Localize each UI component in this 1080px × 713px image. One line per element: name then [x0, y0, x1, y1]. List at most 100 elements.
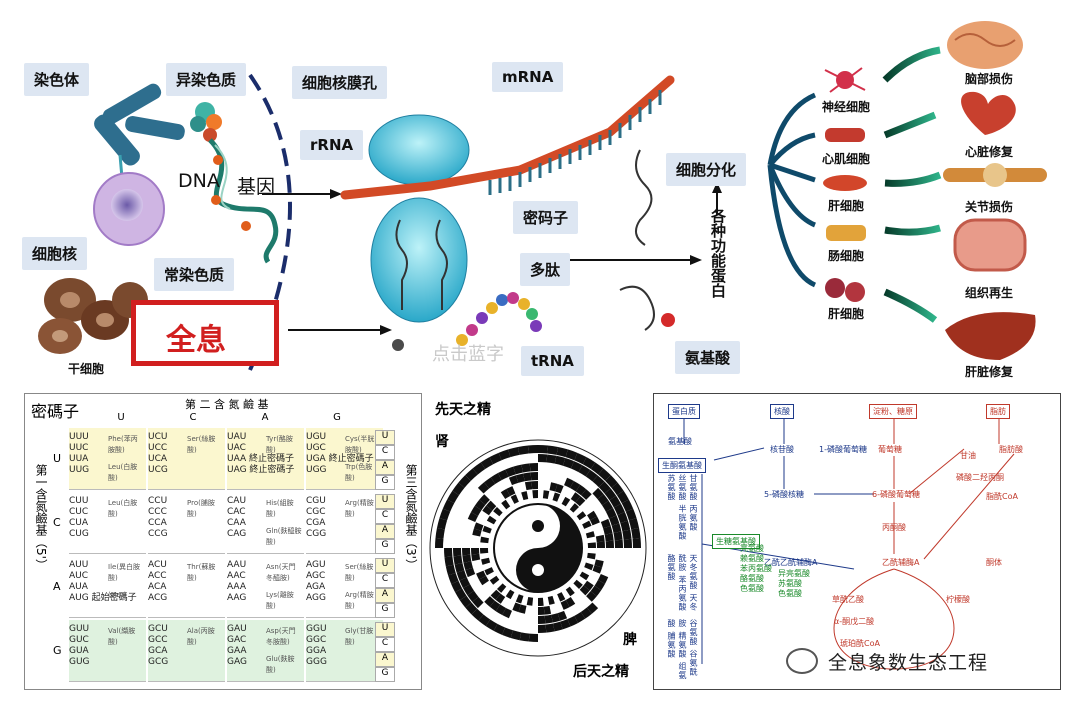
hexagram-bar	[515, 594, 524, 604]
hexagram-bar	[605, 540, 614, 548]
brand-highlight-box: 全息	[131, 300, 279, 366]
hexagram-bar	[477, 482, 490, 494]
amino-acid-label: Arg(精胺酸)	[345, 591, 374, 610]
outcome-label-2: 关节损伤	[965, 200, 1014, 214]
hexagram-bar	[613, 531, 623, 541]
hexagram-bar	[489, 452, 502, 465]
hexagram-bar	[476, 570, 486, 580]
hexagram-bar	[436, 518, 448, 530]
hexagram-bar	[472, 596, 484, 609]
hexagram-bar	[598, 481, 611, 494]
hexagram-bar	[471, 608, 484, 621]
hexagram-bar	[602, 500, 613, 512]
enterocyte-icon	[826, 225, 866, 241]
label-nuclear-pore: 细胞核膜孔	[292, 66, 388, 99]
hexagram-bar	[578, 465, 591, 477]
hexagram-bar	[538, 454, 548, 463]
hexagram-bar	[582, 457, 596, 470]
codon-triplet: CGG	[306, 529, 327, 539]
codon-triplet: AAU	[227, 560, 247, 570]
codon-triplet: CGU	[306, 496, 326, 506]
cell-label-4: 肝细胞	[828, 307, 865, 321]
codon-triplet: UCG	[148, 465, 168, 475]
hexagram-bar	[622, 529, 632, 540]
label-stem-cell: 干细胞	[68, 362, 105, 376]
second-base-C: C	[189, 412, 197, 423]
codon-triplet: CUA	[69, 518, 89, 528]
hexagram-bar	[560, 619, 571, 630]
codon-triplet: CAU	[227, 496, 247, 506]
hexagram-bar	[579, 571, 590, 581]
mrna-strand	[340, 75, 675, 200]
codon-triplet: GCC	[148, 635, 168, 645]
amino-acid-label: (Met)	[108, 591, 127, 599]
hexagram-bar	[465, 468, 478, 481]
hexagram-bar	[493, 623, 506, 635]
hexagram-bar	[496, 583, 507, 593]
first-base-U: U	[53, 452, 62, 465]
hexagram-bar	[444, 556, 454, 567]
wechat-icon	[786, 648, 818, 674]
meta-ketone: 酮体	[986, 558, 1002, 567]
mid-list-item: 色氨酸	[778, 589, 802, 598]
label-gene: 基因	[237, 176, 276, 198]
codon-triplet: UUC	[69, 443, 89, 453]
hexagram-bar	[530, 472, 538, 481]
mid-list-item: 异亮氨酸	[778, 569, 810, 578]
hexagram-bar	[515, 473, 525, 483]
meta-mid-list-2: 异亮氨酸苏氨酸色氨酸	[778, 569, 810, 599]
hexagram-bar	[592, 475, 605, 488]
meta-ketogenic: 生酮氨基酸	[658, 458, 706, 473]
hexagram-bar	[482, 505, 493, 516]
brand-footer: 全息象数生态工程	[786, 646, 988, 676]
codon-triplet: UUA	[69, 454, 89, 464]
cardiomyocyte-icon	[825, 128, 865, 142]
hexagram-bar	[565, 597, 576, 608]
hexagram-bar	[549, 482, 558, 492]
hexagram-bar	[518, 604, 527, 614]
hexagram-bar	[455, 588, 467, 601]
hexagram-bar	[465, 567, 476, 578]
hexagram-bar	[485, 619, 498, 631]
hexagram-bar	[584, 562, 594, 571]
mid-list-item: 苏氨酸	[778, 579, 802, 588]
mid-list-item: 亮氨酸	[740, 544, 764, 553]
watermark-text: 点击蓝字	[432, 344, 504, 365]
hexagram-bar	[467, 512, 479, 522]
hexagram-bar	[598, 468, 611, 481]
hexagram-bar	[555, 483, 564, 494]
hexagram-bar	[435, 527, 445, 539]
hexagram-bar	[480, 548, 489, 554]
dna-strand	[208, 138, 279, 264]
codon-triplet: GGA	[306, 646, 327, 656]
hexagram-bar	[463, 561, 473, 571]
hexagram-bar	[580, 607, 592, 619]
hexagram-bar	[490, 589, 501, 600]
codon-triplet: ACG	[148, 593, 168, 603]
hexagram-bar	[505, 589, 515, 600]
second-base-G: G	[333, 412, 341, 423]
hexagram-bar	[467, 590, 479, 602]
hexagram-bar	[538, 606, 545, 615]
hexagram-bar	[453, 548, 462, 557]
hexagram-bar	[597, 494, 609, 506]
hexagram-bar	[484, 477, 496, 489]
amino-acid-label: Ala(丙胺酸)	[187, 627, 215, 646]
codon-triplet: CUC	[69, 507, 89, 517]
codon-triplet: ACC	[148, 571, 167, 581]
hexagram-bar	[546, 454, 557, 464]
third-base-C: C	[375, 573, 395, 588]
hexagram-bar	[585, 531, 595, 539]
hexagram-bar	[592, 487, 604, 500]
hexagram-bar	[554, 455, 566, 466]
hexagram-bar	[480, 536, 489, 544]
meta-ribose: 核苷酸	[770, 445, 794, 454]
